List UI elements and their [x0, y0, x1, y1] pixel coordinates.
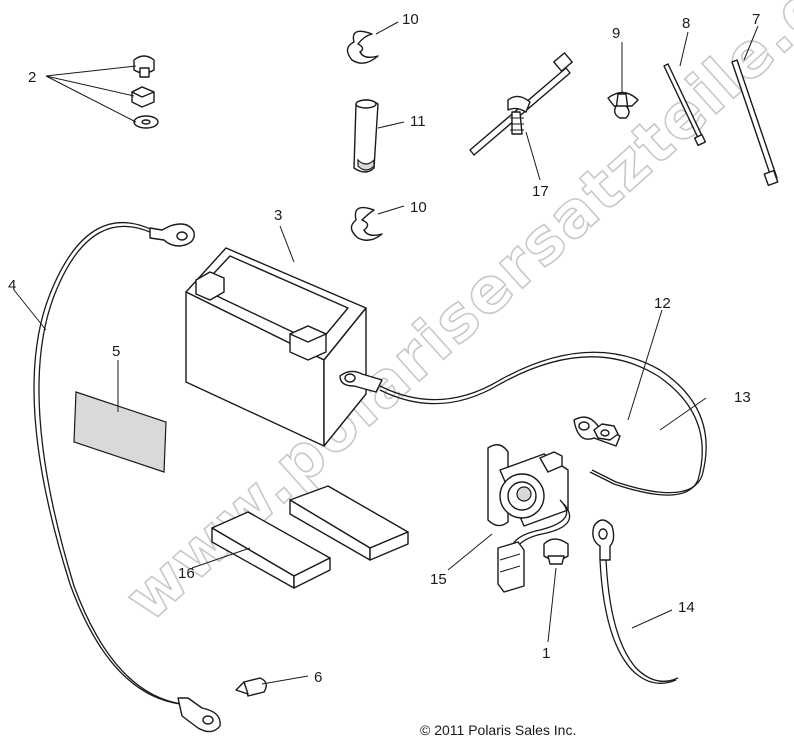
ground-cable [592, 519, 679, 684]
callout-6: 6 [314, 669, 322, 686]
callout-7: 7 [752, 11, 760, 28]
callout-labels: 2 10 11 10 3 4 5 9 8 7 17 12 13 15 1 14 … [8, 11, 760, 686]
callout-15: 15 [430, 571, 447, 588]
callout-2: 2 [28, 69, 36, 86]
callout-8: 8 [682, 15, 690, 32]
negative-cable [33, 221, 221, 733]
screw [235, 677, 267, 697]
callout-11: 11 [410, 113, 426, 130]
callout-9: 9 [612, 25, 620, 42]
cable-tie-with-clip [469, 52, 573, 156]
callout-16: 16 [178, 565, 195, 582]
callout-3: 3 [274, 207, 282, 224]
clip-top [346, 30, 379, 64]
foam-pads [211, 485, 409, 589]
mounting-bolt [543, 538, 569, 565]
bolt-nut-washer-set [131, 55, 159, 129]
callout-13: 13 [734, 389, 751, 406]
leader-lines [13, 21, 759, 685]
cable-tie-long [731, 59, 779, 187]
callout-4: 4 [8, 277, 16, 294]
warning-label [73, 391, 167, 473]
callout-1: 1 [542, 645, 550, 662]
callout-10-top: 10 [402, 11, 419, 28]
cable-tie-thin [663, 63, 707, 147]
callout-14: 14 [678, 599, 695, 616]
starter-solenoid [487, 444, 571, 593]
battery-bracket [353, 99, 379, 173]
copyright-notice: © 2011 Polaris Sales Inc. [420, 722, 577, 738]
battery [185, 247, 367, 447]
callout-17: 17 [532, 183, 549, 200]
callout-5: 5 [112, 343, 120, 360]
clip-lower [350, 206, 383, 241]
terminal-nut [593, 423, 619, 441]
callout-10-lower: 10 [410, 199, 427, 216]
callout-12: 12 [654, 295, 671, 312]
push-rivet [607, 91, 639, 119]
